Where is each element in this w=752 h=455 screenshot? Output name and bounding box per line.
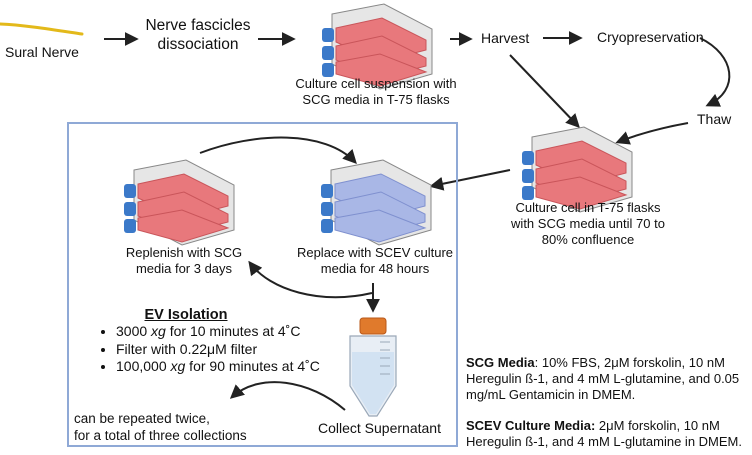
label-cryopreservation: Cryopreservation xyxy=(597,29,704,45)
sural-nerve-icon xyxy=(0,22,84,36)
scg-media-text-2: Heregulin ß-1, and 4 mM L-glutamine, and… xyxy=(466,371,740,386)
flask-icon-replenish xyxy=(124,159,235,246)
label-repeat: can be repeated twice, for a total of th… xyxy=(74,411,247,444)
conical-tube-icon xyxy=(349,317,397,417)
label-replace-line2: media for 48 hours xyxy=(320,261,430,276)
ev-isolation-block: EV Isolation 3000 xg for 10 minutes at 4… xyxy=(94,307,344,376)
label-dissociation: Nerve fascicles dissociation xyxy=(138,16,258,54)
arrow-harvest-to-culture2 xyxy=(509,54,580,129)
arrow-replace-to-replenish xyxy=(248,260,373,299)
scev-media-text-2: Heregulin ß-1, and 4 mM L-glutamine in D… xyxy=(466,434,742,449)
scev-media-definition: SCEV Culture Media: 2μM forskolin, 10 nM… xyxy=(466,418,748,450)
scg-media-text-3: mg/mL Gentamicin in DMEM. xyxy=(466,387,636,402)
label-dissociation-line2: dissociation xyxy=(157,36,239,53)
scev-media-text-1: 2μM forskolin, 10 nM xyxy=(595,418,720,433)
label-thaw: Thaw xyxy=(697,111,732,127)
ev-step-1: 3000 xg for 10 minutes at 4˚C xyxy=(116,323,344,341)
flask-icon-culture-suspension xyxy=(322,3,433,90)
label-culture-suspension-line2: SCG media in T-75 flasks xyxy=(302,92,450,107)
arrow-replenish-to-replace xyxy=(199,136,357,165)
label-culture-confluence-line3: 80% confluence xyxy=(541,232,635,247)
ev-isolation-steps: 3000 xg for 10 minutes at 4˚C Filter wit… xyxy=(94,323,344,376)
scg-media-definition: SCG Media: 10% FBS, 2μM forskolin, 10 nM… xyxy=(466,355,748,403)
label-replenish-line2: media for 3 days xyxy=(135,261,233,276)
arrow-culture2-to-replace xyxy=(429,169,511,191)
label-sural-nerve: Sural Nerve xyxy=(5,44,79,60)
label-replenish-line1: Replenish with SCG xyxy=(125,245,243,260)
arrow-cryo-to-thaw xyxy=(699,37,731,107)
media-legend: SCG Media: 10% FBS, 2μM forskolin, 10 nM… xyxy=(466,355,748,450)
arrow-thaw-to-culture2 xyxy=(615,122,689,145)
arrow-collect-to-ev xyxy=(229,381,346,411)
label-culture-suspension-line1: Culture cell suspension with xyxy=(295,76,457,91)
label-culture-confluence-line1: Culture cell in T-75 flasks xyxy=(515,200,661,215)
scev-media-label: SCEV Culture Media: xyxy=(466,418,596,433)
scg-media-label: SCG Media xyxy=(466,355,535,370)
ev-step-3: 100,000 xg for 90 minutes at 4˚C xyxy=(116,358,344,376)
label-culture-confluence: Culture cell in T-75 flasks with SCG med… xyxy=(498,200,678,248)
label-culture-confluence-line2: with SCG media until 70 to xyxy=(511,216,665,231)
scg-media-text-1: : 10% FBS, 2μM forskolin, 10 nM xyxy=(534,355,725,370)
label-collect-supernatant: Collect Supernatant xyxy=(318,420,441,436)
label-dissociation-line1: Nerve fascicles xyxy=(145,17,251,34)
label-replenish: Replenish with SCG media for 3 days xyxy=(110,245,258,277)
label-harvest: Harvest xyxy=(481,30,530,46)
ev-step-2: Filter with 0.22μM filter xyxy=(116,341,344,359)
label-culture-suspension: Culture cell suspension with SCG media i… xyxy=(286,76,466,108)
label-replace: Replace with SCEV culture media for 48 h… xyxy=(285,245,465,277)
flask-icon-replace xyxy=(321,159,432,246)
label-repeat-line2: for a total of three collections xyxy=(74,427,247,443)
ev-isolation-title: EV Isolation xyxy=(144,307,228,323)
label-replace-line1: Replace with SCEV culture xyxy=(296,245,454,260)
ev-collection-box xyxy=(67,122,458,447)
flask-icon-confluence xyxy=(522,126,633,213)
label-repeat-line1: can be repeated twice, xyxy=(74,411,210,426)
